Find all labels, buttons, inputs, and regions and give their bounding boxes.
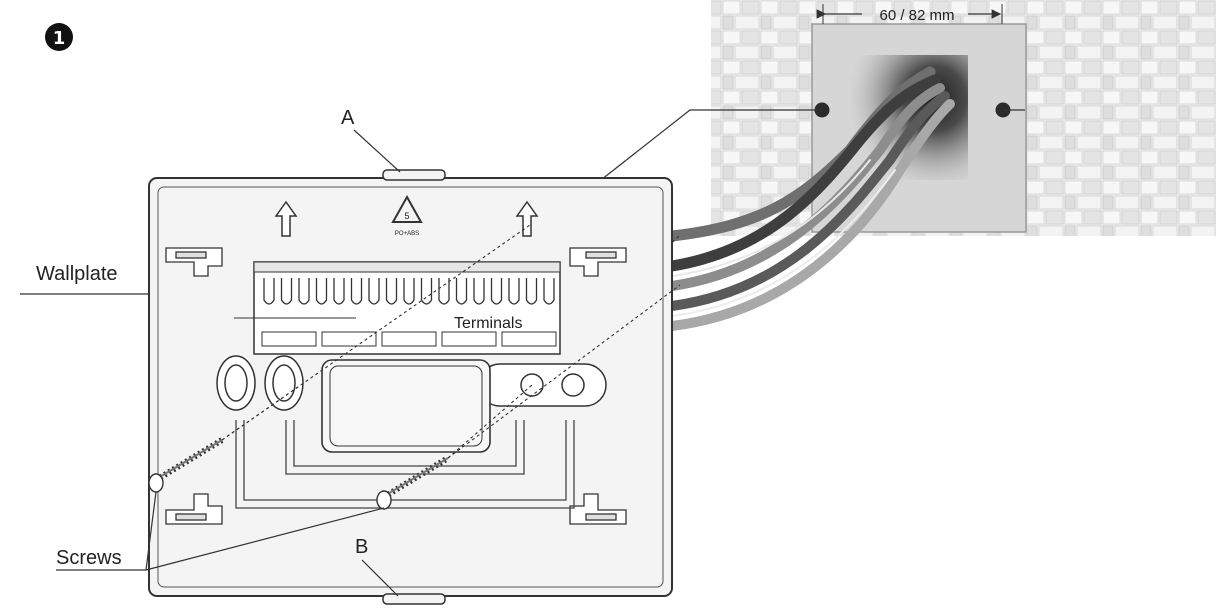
tab-a — [382, 169, 446, 181]
recycle-icon: 5 PO+ABS — [391, 194, 423, 237]
screw-right — [376, 455, 450, 510]
terminal-slot — [490, 278, 503, 305]
dimension-indicator: 60 / 82 mm — [816, 4, 1003, 24]
corner-clip-bottom-left — [165, 493, 223, 525]
step-number: 1 — [53, 28, 66, 49]
terminal-slot — [280, 278, 293, 305]
recycle-mark-label: PO+ABS — [395, 231, 419, 237]
corner-clip-top-left — [165, 247, 223, 277]
terminal-slot — [315, 278, 328, 305]
terminal-slot — [525, 278, 538, 305]
terminals-label: Terminals — [454, 315, 522, 332]
terminal-slots — [263, 278, 555, 305]
terminal-slot — [403, 278, 415, 305]
svg-text:5: 5 — [404, 211, 409, 221]
corner-clip-bottom-right — [569, 493, 627, 525]
terminal-slot — [298, 278, 310, 305]
terminal-slot — [350, 278, 363, 305]
wire-opening — [321, 359, 491, 453]
label-b: B — [355, 536, 399, 597]
screws-label: Screws — [56, 547, 122, 569]
label-wallplate: Wallplate — [20, 263, 149, 295]
terminal-slot — [333, 278, 345, 305]
wallplate-label: Wallplate — [36, 263, 118, 285]
up-arrow-icon — [515, 200, 539, 237]
terminal-slot — [455, 278, 468, 305]
label-a-text: A — [341, 107, 355, 129]
terminal-slot — [385, 278, 398, 305]
terminal-slot — [543, 278, 555, 305]
terminal-slot — [368, 278, 380, 305]
terminal-slot — [263, 278, 275, 305]
label-a: A — [341, 107, 401, 173]
dimension-label: 60 / 82 mm — [879, 7, 954, 24]
tab-b — [382, 593, 446, 605]
step-number-badge: 1 — [45, 23, 73, 51]
terminal-slot — [508, 278, 520, 305]
inner-rails — [235, 420, 575, 509]
wallplate: 5 PO+ABS — [148, 169, 681, 605]
label-b-text: B — [355, 536, 368, 558]
label-screws: Screws — [56, 491, 385, 571]
corner-clip-top-right — [569, 247, 627, 277]
plate-mounting-holes — [216, 355, 607, 411]
terminal-block: Terminals — [234, 261, 561, 355]
up-arrow-icon — [274, 200, 298, 237]
terminal-slot — [473, 278, 485, 305]
cables — [666, 66, 955, 331]
screw-alignment-lines — [221, 224, 681, 459]
terminal-slot — [438, 278, 450, 305]
terminal-slot — [420, 278, 433, 305]
